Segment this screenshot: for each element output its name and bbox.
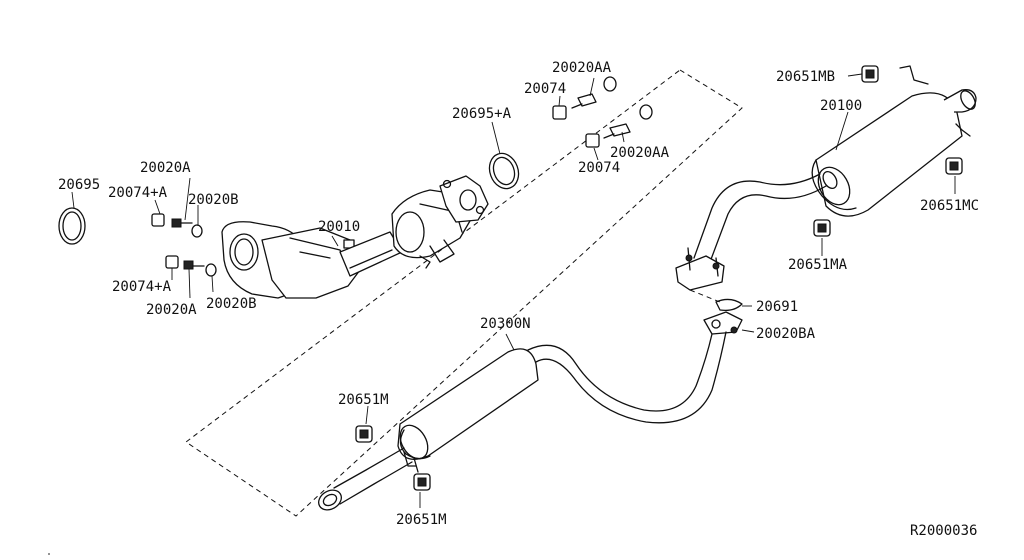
reference-code: R2000036 [910, 523, 977, 539]
leader-20651MB [847, 73, 863, 77]
leader-20074-bot [593, 147, 599, 161]
hanger-20651M-upper[interactable] [355, 425, 373, 443]
label-20651MC: 20651MC [920, 198, 979, 214]
label-20074A-bot: 20074+A [112, 279, 172, 295]
gasket-guide [689, 289, 721, 303]
leader-20020AA-bot [621, 131, 625, 143]
label-20020AA-top: 20020AA [552, 60, 612, 76]
leader-20020AA-top [589, 77, 595, 97]
gasket-ring-20695A[interactable] [485, 149, 524, 192]
leader-20020A-top [184, 177, 191, 221]
leader-20074-top [558, 95, 561, 107]
label-20020B-top: 20020B [188, 192, 239, 208]
gasket-20691[interactable] [715, 298, 743, 312]
label-20020A-top: 20020A [140, 160, 191, 176]
label-20010: 20010 [318, 219, 360, 235]
hanger-20651M-lower[interactable] [413, 473, 431, 491]
leader-20695A [491, 121, 501, 155]
leader-20020BA [741, 329, 755, 333]
label-20074-top: 20074 [524, 81, 566, 97]
label-20020B-bot: 20020B [206, 296, 257, 312]
label-20651M-bot: 20651M [396, 512, 447, 528]
leader-20020B-bot [211, 275, 214, 293]
assembly-boundary [185, 69, 743, 517]
leader-20300N [505, 333, 515, 351]
stud-set-flange-bottom[interactable] [585, 104, 653, 148]
stud-set-upper[interactable] [151, 213, 203, 238]
rear-muffler-20100[interactable] [811, 65, 978, 217]
label-20300N: 20300N [480, 316, 531, 332]
label-20074-bot: 20074 [578, 160, 620, 176]
hanger-20651MA[interactable] [813, 219, 831, 237]
label-20691: 20691 [756, 299, 798, 315]
hanger-20651MC[interactable] [945, 157, 963, 175]
center-muffler-20300N[interactable] [315, 331, 727, 514]
leader-20020A-bot [188, 268, 191, 299]
label-20074A-top: 20074+A [108, 185, 168, 201]
label-20651M-top: 20651M [338, 392, 389, 408]
label-20651MA: 20651MA [788, 257, 848, 273]
label-20695: 20695 [58, 177, 100, 193]
manifold-catalyst-20010[interactable] [221, 175, 489, 299]
hanger-20651MB[interactable] [861, 65, 879, 83]
leader-20100 [835, 111, 849, 151]
label-20695A: 20695+A [452, 106, 512, 122]
leader-20695 [71, 191, 75, 209]
leader-20074A-top [154, 199, 161, 215]
stud-set-flange-top[interactable] [552, 76, 617, 120]
label-20651MB: 20651MB [776, 69, 835, 85]
stud-set-lower[interactable] [165, 255, 217, 277]
flange-bolt-set[interactable] [703, 311, 743, 335]
leader-20010 [331, 235, 339, 247]
center-pipe[interactable] [675, 173, 827, 291]
label-20020AA-bot: 20020AA [610, 145, 670, 161]
gasket-ring-20695[interactable] [58, 207, 86, 245]
leader-20651M-top [365, 405, 369, 425]
label-20020BA: 20020BA [756, 326, 816, 342]
label-20100: 20100 [820, 98, 862, 114]
label-20020A-bot: 20020A [146, 302, 197, 318]
